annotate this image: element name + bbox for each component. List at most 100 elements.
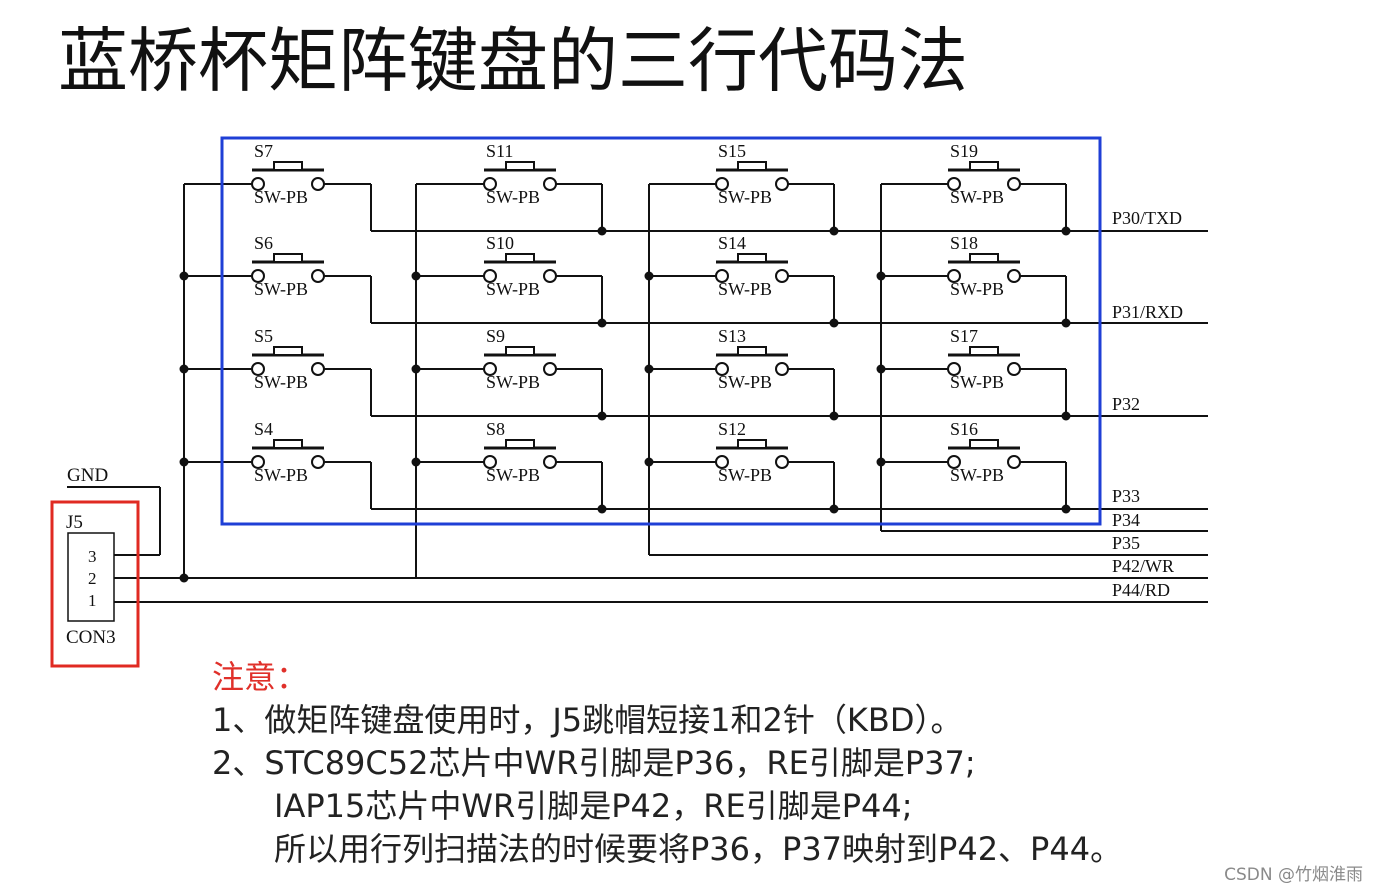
net-label: P31/RXD bbox=[1112, 302, 1183, 322]
switch-ref-label: S18 bbox=[950, 233, 978, 253]
switch-s18 bbox=[947, 253, 1021, 283]
switch-cap bbox=[505, 439, 535, 449]
switch-cap bbox=[737, 253, 767, 263]
junction-dot bbox=[829, 226, 839, 236]
note-line-2: 2、STC89C52芯片中WR引脚是P36，RE引脚是P37; bbox=[212, 744, 976, 782]
junction-dot bbox=[876, 271, 886, 281]
switch-s7 bbox=[251, 161, 325, 191]
switch-ref-label: S6 bbox=[254, 233, 273, 253]
wires bbox=[67, 183, 1208, 603]
junction-dot bbox=[644, 457, 654, 467]
switch-cap bbox=[505, 346, 535, 356]
switch-type-label: SW-PB bbox=[718, 279, 772, 299]
junction-dot bbox=[644, 271, 654, 281]
junction-dot bbox=[644, 364, 654, 374]
net-label: P35 bbox=[1112, 533, 1140, 553]
switch-cap bbox=[273, 161, 303, 171]
switch-contact bbox=[311, 269, 325, 283]
switch-contact bbox=[311, 362, 325, 376]
switch-type-label: SW-PB bbox=[950, 465, 1004, 485]
switch-contact bbox=[947, 269, 961, 283]
net-label: P32 bbox=[1112, 394, 1140, 414]
switch-type-label: SW-PB bbox=[950, 372, 1004, 392]
switch-type-label: SW-PB bbox=[254, 372, 308, 392]
switch-contact bbox=[947, 177, 961, 191]
junction-dot bbox=[179, 271, 189, 281]
note-line-3: IAP15芯片中WR引脚是P42，RE引脚是P44; bbox=[274, 787, 913, 825]
junction-dot bbox=[1061, 504, 1071, 514]
junction-dot bbox=[829, 318, 839, 328]
notes-heading: 注意： bbox=[212, 658, 309, 696]
switch-contact bbox=[715, 455, 729, 469]
junction-dot bbox=[597, 411, 607, 421]
junction-dot bbox=[411, 457, 421, 467]
switch-contact bbox=[483, 455, 497, 469]
switch-contact bbox=[1007, 269, 1021, 283]
junction-dot bbox=[1061, 226, 1071, 236]
switch-cap bbox=[273, 346, 303, 356]
watermark: CSDN @竹烟淮雨 bbox=[1224, 865, 1363, 885]
switch-s10 bbox=[483, 253, 557, 283]
switch-s11 bbox=[483, 161, 557, 191]
switch-cap bbox=[273, 253, 303, 263]
switch-type-label: SW-PB bbox=[254, 279, 308, 299]
gnd-label: GND bbox=[67, 465, 108, 486]
switch-type-label: SW-PB bbox=[254, 187, 308, 207]
connector-part: CON3 bbox=[66, 627, 116, 648]
switch-type-label: SW-PB bbox=[486, 465, 540, 485]
switch-ref-label: S10 bbox=[486, 233, 514, 253]
switch-s4 bbox=[251, 439, 325, 469]
switch-cap bbox=[969, 439, 999, 449]
switch-cap bbox=[969, 346, 999, 356]
switch-s15 bbox=[715, 161, 789, 191]
switch-ref-label: S16 bbox=[950, 419, 978, 439]
switch-s8 bbox=[483, 439, 557, 469]
junction-dot bbox=[179, 457, 189, 467]
switch-contact bbox=[775, 177, 789, 191]
switch-s16 bbox=[947, 439, 1021, 469]
switch-contact bbox=[311, 455, 325, 469]
junction-dot bbox=[179, 573, 189, 583]
switch-contact bbox=[543, 269, 557, 283]
junction-dot bbox=[1061, 318, 1071, 328]
connector-ref: J5 bbox=[66, 512, 83, 533]
switch-ref-label: S19 bbox=[950, 141, 978, 161]
switch-type-label: SW-PB bbox=[486, 279, 540, 299]
switch-contact bbox=[483, 177, 497, 191]
switch-cap bbox=[737, 346, 767, 356]
switch-ref-label: S14 bbox=[718, 233, 746, 253]
switch-type-label: SW-PB bbox=[718, 187, 772, 207]
switch-contact bbox=[1007, 177, 1021, 191]
switch-contact bbox=[715, 177, 729, 191]
junction-dot bbox=[597, 226, 607, 236]
switch-s12 bbox=[715, 439, 789, 469]
switch-s14 bbox=[715, 253, 789, 283]
switch-contact bbox=[483, 362, 497, 376]
switch-contact bbox=[251, 362, 265, 376]
note-line-4: 所以用行列扫描法的时候要将P36，P37映射到P42、P44。 bbox=[274, 830, 1123, 868]
matrix-highlight-box bbox=[220, 136, 1102, 526]
switch-contact bbox=[775, 269, 789, 283]
switch-type-label: SW-PB bbox=[718, 465, 772, 485]
switch-cap bbox=[505, 253, 535, 263]
connector-pin-1: 1 bbox=[88, 591, 97, 610]
switch-type-label: SW-PB bbox=[718, 372, 772, 392]
switch-contact bbox=[775, 455, 789, 469]
junction-dot bbox=[1061, 411, 1071, 421]
switch-ref-label: S11 bbox=[486, 141, 513, 161]
switch-s6 bbox=[251, 253, 325, 283]
switch-contact bbox=[1007, 362, 1021, 376]
switch-contact bbox=[543, 455, 557, 469]
switch-ref-label: S9 bbox=[486, 326, 505, 346]
switch-contact bbox=[715, 269, 729, 283]
switch-type-label: SW-PB bbox=[486, 372, 540, 392]
connector-pin-3: 3 bbox=[88, 547, 97, 566]
switch-ref-label: S5 bbox=[254, 326, 273, 346]
switch-cap bbox=[505, 161, 535, 171]
junction-dot bbox=[876, 364, 886, 374]
switch-cap bbox=[737, 161, 767, 171]
junction-dot bbox=[876, 457, 886, 467]
switch-s17 bbox=[947, 346, 1021, 376]
